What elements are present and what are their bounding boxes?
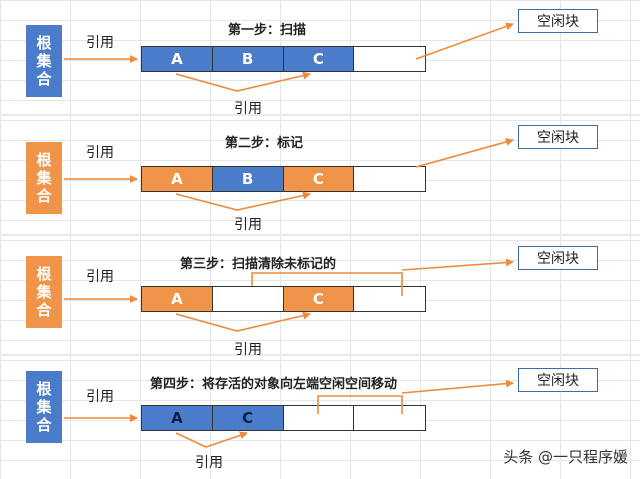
reference-label: 引用 <box>86 389 114 405</box>
free-list-arrow <box>401 258 514 271</box>
root-set-char: 合 <box>36 187 52 205</box>
root-set-box: 根 集 合 <box>26 25 62 97</box>
root-set-char: 集 <box>36 52 52 70</box>
memory-cell: A <box>142 167 213 191</box>
free-list-arrow <box>401 379 514 394</box>
object-reference-arrow <box>175 311 311 332</box>
reference-label: 引用 <box>234 342 262 358</box>
root-set-char: 根 <box>36 380 52 398</box>
free-list-arrow <box>415 22 514 60</box>
reference-label: 引用 <box>234 217 262 233</box>
root-set-char: 根 <box>36 34 52 52</box>
object-reference-arrow <box>175 431 248 448</box>
memory-cell: B <box>212 167 284 191</box>
panel-separator <box>0 234 640 236</box>
free-block-box: 空闲块 <box>518 9 598 33</box>
memory-strip: A C <box>141 405 426 431</box>
free-list-arrow <box>415 138 514 168</box>
root-set-char: 根 <box>36 151 52 169</box>
root-set-char: 合 <box>36 416 52 434</box>
memory-cell: A <box>142 47 213 71</box>
root-set-char: 合 <box>36 301 52 319</box>
root-set-char: 合 <box>36 70 52 88</box>
free-list-bracket <box>251 272 403 296</box>
memory-cell <box>213 287 284 311</box>
reference-label: 引用 <box>86 269 114 285</box>
root-set-char: 根 <box>36 265 52 283</box>
root-set-char: 集 <box>36 398 52 416</box>
step-title: 第二步：标记 <box>225 136 304 151</box>
root-set-char: 集 <box>36 283 52 301</box>
memory-cell: C <box>212 406 284 430</box>
root-set-box: 根 集 合 <box>26 142 62 214</box>
free-block-box: 空闲块 <box>518 125 598 149</box>
object-reference-arrow <box>175 191 311 211</box>
root-set-char: 集 <box>36 169 52 187</box>
memory-cell <box>284 406 355 430</box>
memory-cell: C <box>283 47 355 71</box>
memory-strip: A C <box>141 286 426 312</box>
memory-cell: B <box>212 47 284 71</box>
step-title: 第一步：扫描 <box>228 23 307 38</box>
panel-separator <box>0 114 640 116</box>
free-block-box: 空闲块 <box>518 246 598 270</box>
reference-label: 引用 <box>86 145 114 161</box>
memory-cell: C <box>283 287 355 311</box>
object-reference-arrow <box>175 71 311 92</box>
memory-cell: A <box>142 287 213 311</box>
reference-label: 引用 <box>86 35 114 51</box>
reference-label: 引用 <box>195 455 223 471</box>
free-list-bracket <box>317 395 403 414</box>
root-set-box: 根 集 合 <box>26 256 62 328</box>
memory-strip: A B C <box>141 46 426 72</box>
reference-label: 引用 <box>234 101 262 117</box>
memory-strip: A B C <box>141 166 426 192</box>
memory-cell: A <box>142 406 213 430</box>
memory-cell: C <box>283 167 355 191</box>
root-set-box: 根 集 合 <box>26 371 62 443</box>
panel-separator <box>0 354 640 356</box>
step-title: 第四步：将存活的对象向左端空闲空间移动 <box>150 377 398 392</box>
free-block-box: 空闲块 <box>518 368 598 392</box>
watermark: 头条 @一只程序媛 <box>503 448 628 466</box>
step-title: 第三步：扫描清除未标记的 <box>180 257 337 272</box>
